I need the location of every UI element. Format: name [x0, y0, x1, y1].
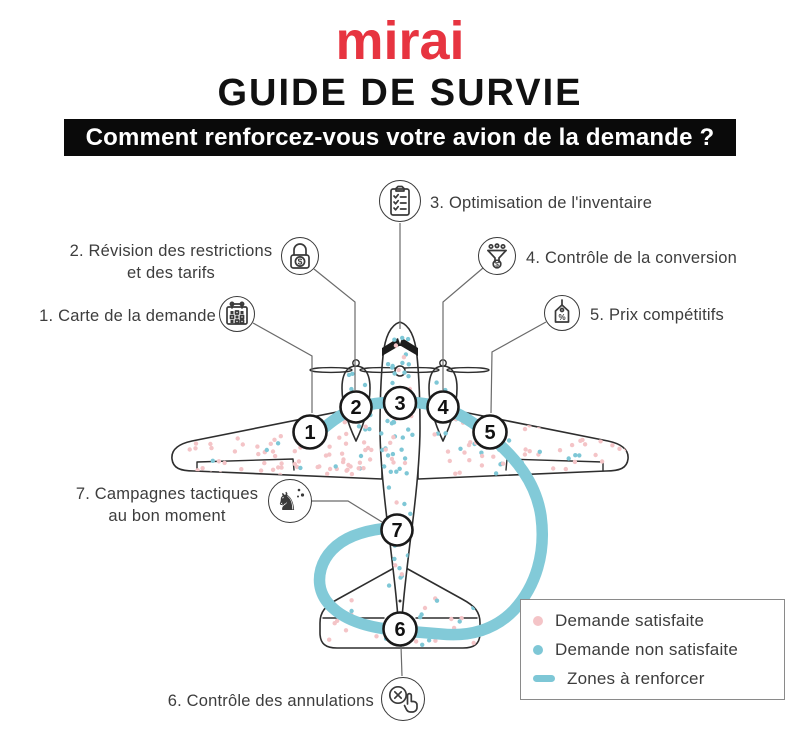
plane-markers: 1 2 3 4 5 7 6	[292, 385, 508, 647]
subtitle-banner: Comment renforcez-vous votre avion de la…	[64, 119, 736, 156]
callout-label-4: 4. Contrôle de la conversion	[526, 249, 738, 267]
svg-text:♞: ♞	[276, 487, 298, 516]
zones-bar-marker	[533, 675, 555, 682]
page-title: GUIDE DE SURVIE	[217, 72, 583, 114]
conversion-icon: $	[478, 237, 516, 275]
price-tag-icon: %	[554, 299, 570, 323]
callout-line-1	[252, 322, 313, 413]
plane-marker-7: 7	[380, 513, 414, 547]
callout-label-3: 3. Optimisation de l'inventaire	[430, 194, 653, 212]
callout-label-2-line1: 2. Révision des restrictions	[69, 242, 273, 260]
plane-marker-1: 1	[292, 414, 328, 450]
svg-text:$: $	[495, 262, 499, 269]
svg-text:7: 7	[391, 520, 402, 542]
svg-text:6: 6	[394, 619, 405, 641]
callout-line-4	[442, 267, 484, 390]
funnel-icon: $	[487, 243, 507, 269]
legend: Demande satisfaite Demande non satisfait…	[520, 599, 785, 700]
lock-dollar-icon: $	[290, 243, 310, 269]
tactical-campaigns-icon: ♞	[268, 479, 312, 523]
plane-marker-4: 4	[426, 390, 460, 424]
satisfied-dot-marker	[533, 615, 543, 626]
callout-lines	[252, 223, 547, 677]
legend-label: Demande satisfaite	[555, 610, 705, 630]
callout-label-6: 6. Contrôle des annulations	[167, 692, 374, 710]
callout-label-1: 1. Carte de la demande	[39, 307, 216, 325]
demand-map-icon	[219, 296, 255, 332]
plane-marker-6: 6	[382, 611, 418, 647]
legend-item-zones: Zones à renforcer	[533, 669, 784, 689]
mirai-logo: mirai	[335, 11, 465, 71]
chess-knight-icon: ♞	[276, 487, 305, 516]
callout-label-2: 2. Révision des restrictions et des tari…	[40, 240, 302, 284]
unsatisfied-dot-marker	[533, 644, 543, 655]
cockpit-windshield	[382, 338, 418, 356]
svg-text:$: $	[298, 257, 303, 267]
legend-label: Demande non satisfaite	[555, 639, 739, 659]
cancellations-icon	[381, 677, 425, 721]
svg-text:1: 1	[304, 422, 315, 444]
legend-item-satisfied: Demande satisfaite	[533, 611, 784, 631]
svg-text:2: 2	[350, 397, 361, 419]
competitive-prices-icon: %	[544, 295, 580, 331]
callout-label-2-line2: et des tarifs	[127, 264, 215, 282]
callout-line-6	[400, 645, 403, 677]
inventory-icon	[379, 180, 421, 222]
callout-line-2	[313, 268, 356, 390]
legend-item-unsatisfied: Demande non satisfaite	[533, 640, 784, 660]
svg-text:3: 3	[394, 393, 405, 415]
callout-label-7-line2: au bon moment	[108, 507, 226, 525]
calendar-icon	[226, 301, 248, 325]
svg-text:5: 5	[484, 422, 495, 444]
callout-label-7: 7. Campagnes tactiques au bon moment	[48, 483, 286, 527]
plane-marker-2: 2	[339, 390, 373, 424]
callout-label-5: 5. Prix compétitifs	[590, 306, 725, 324]
cancel-click-icon	[388, 685, 418, 713]
callout-line-7	[312, 500, 383, 523]
plane-marker-3: 3	[382, 385, 418, 421]
callout-line-5	[490, 321, 547, 414]
svg-text:%: %	[558, 313, 565, 322]
restrictions-rates-icon: $	[281, 237, 319, 275]
plane-marker-5: 5	[472, 414, 508, 450]
checklist-icon	[390, 185, 410, 216]
callout-label-7-line1: 7. Campagnes tactiques	[75, 485, 259, 503]
legend-label: Zones à renforcer	[567, 668, 705, 688]
subtitle-banner-text: Comment renforcez-vous votre avion de la…	[85, 123, 715, 151]
svg-text:4: 4	[437, 397, 449, 419]
